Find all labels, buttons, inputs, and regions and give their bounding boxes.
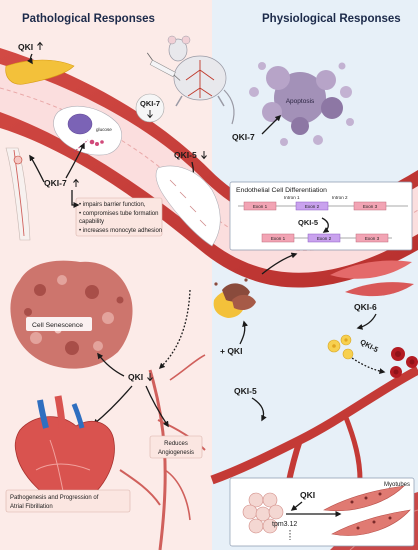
exon3-top [353,201,387,211]
qki-myo-label: QKI [300,490,315,500]
afib-line1: Pathogenesis and Progression of [10,495,99,501]
myotubes-label: Myotubes [384,482,410,488]
tpm-label: tpm3.12 [272,521,297,528]
up-arrow-icon-2 [73,178,79,187]
down-arrow-icon-3 [147,373,153,382]
exon1-bottom [261,233,295,243]
qki7-to-cell-arrow [65,142,85,179]
qki-up-label: QKI [18,42,33,52]
qki7-mouse-badge: QKI-7 [135,93,165,123]
exon3-bottom [355,233,389,243]
effect-4: • increases monocyte adhesion [79,228,162,234]
qki7-right-label: QKI-7 [232,132,255,142]
qki5-down-label: QKI-5 [174,150,197,160]
effect-2: • compromises tube formation [79,211,158,217]
glucose-label: glucose [96,127,112,132]
leg-vessel-icon [5,147,31,241]
qki7-up-label: QKI-7 [44,178,67,188]
effect-1: • impairs barrier function, [79,202,146,208]
qki-to-tpm-arrow [290,501,303,511]
qki6-label: QKI-6 [354,302,377,312]
down-arrow-icon-2 [201,151,207,160]
cell-senescence-label: Cell Senescence [32,322,83,329]
cells-to-ecd-arrow [261,252,298,275]
intron2-label: Intron 2 [332,195,348,200]
endothelial-cell-middle [155,165,221,247]
qki7-to-leg-arrow [29,154,45,183]
plus-qki-arrow [239,320,249,345]
exon3-top-label: Exon 3 [363,204,378,209]
qki7-to-effects-arrow [71,190,80,208]
exon2-top-label: Exon 2 [305,204,320,209]
qki5-flow-arrow [351,357,386,375]
reduces-angiogenesis-box [149,435,203,459]
myoblast-cluster [242,492,284,534]
atrial-fibrillation-box [5,489,131,513]
ecd-panel [229,181,413,251]
red-blood-cells [390,347,418,378]
qki-down-label: QKI [128,372,143,382]
qki6-arrow [356,313,377,330]
qki-to-adipose-arrow [27,53,33,65]
qki5-branch-arrow [251,397,267,422]
down-arrow-icon [147,110,153,119]
up-arrow-icon [37,41,43,50]
intron1-label: Intron 1 [284,195,300,200]
exon1-bottom-label: Exon 1 [271,236,286,241]
mouse-icon [167,35,235,125]
qki5-splice-label: QKI-5 [298,218,318,227]
qki-to-senescence-arrow [97,352,125,377]
qki5-branch-label: QKI-5 [234,386,257,396]
exon1-top [243,201,277,211]
effects-box [75,197,163,237]
qki7-to-apoptosis-arrow [261,114,282,135]
adipose-tissue [5,59,75,85]
effect-3: capability [79,219,104,225]
apoptosis-label: Apoptosis [286,98,315,105]
plus-qki-label: + QKI [220,346,242,356]
exon2-bottom [307,233,341,243]
reduces-angiogenesis-line1: Reduces [164,441,188,447]
cell-senescence-box [26,317,92,331]
endothelial-cell-upper [53,105,122,156]
vessel-to-qki-dotted-arrow [158,289,191,370]
splice-arrow [321,217,330,233]
exon3-bottom-label: Exon 3 [365,236,380,241]
apoptotic-cell-cluster [249,62,354,146]
exon2-bottom-label: Exon 2 [317,236,332,241]
yellow-cells [327,334,354,360]
ecd-title: Endothelial Cell Differentiation [236,187,327,194]
smooth-muscle-cells [330,260,414,297]
qki-to-angiogenesis-arrow [145,385,169,428]
exon1-top-label: Exon 1 [253,204,268,209]
reduces-angiogenesis-line2: Angiogenesis [158,450,194,456]
header-pathological: Pathological Responses [22,13,155,25]
myotube-fibers [323,485,411,536]
activated-endothelial-cells [213,278,256,318]
syringe-icon [146,52,181,81]
qki7-mouse-label: QKI-7 [140,99,160,108]
exon2-top [295,201,329,211]
senescent-cell-cluster [10,260,133,369]
afib-line2: Atrial Fibrillation [10,504,53,510]
header-physiological: Physiological Responses [262,13,401,25]
